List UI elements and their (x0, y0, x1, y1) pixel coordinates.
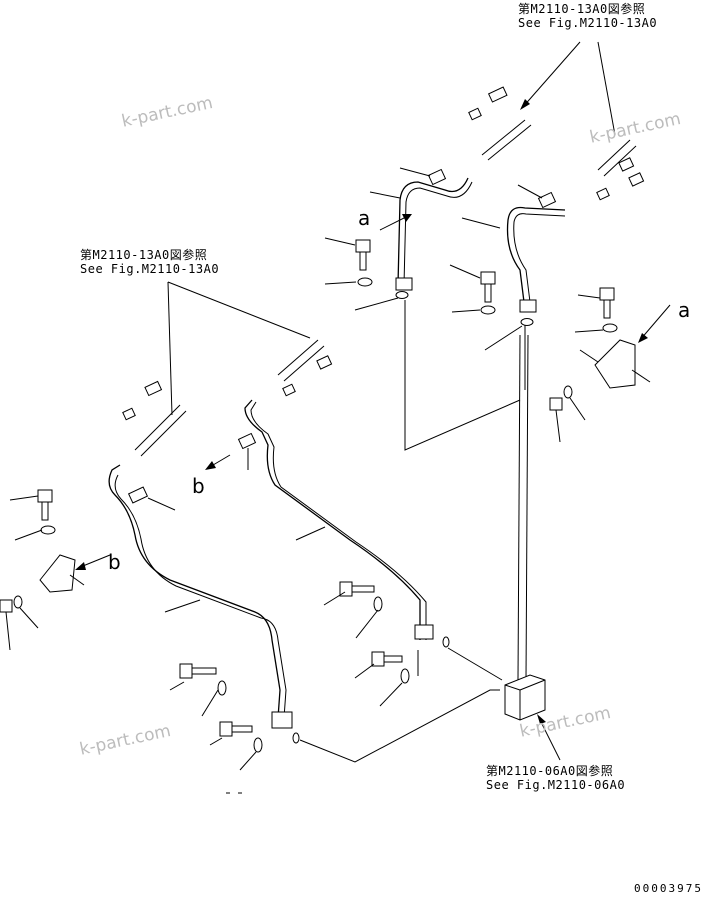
reference-jp-text: 第M2110-06A0図参照 (486, 764, 614, 778)
reference-en-text: See Fig.M2110-13A0 (80, 262, 220, 276)
reference-top-right: 第M2110-13A0図参照 See Fig.M2110-13A0 (518, 2, 657, 30)
lower-pipe-assembly (0, 339, 450, 753)
routing-lines (299, 300, 526, 763)
callout-a-left: a (358, 206, 371, 230)
part-leaders (5, 167, 651, 794)
reference-bottom: 第M2110-06A0図参照 See Fig.M2110-06A0 (486, 764, 625, 792)
reference-en-text: See Fig.M2110-13A0 (518, 16, 658, 30)
reference-left: 第M2110-13A0図参照 See Fig.M2110-13A0 (80, 248, 219, 276)
upper-pipe-assembly (355, 86, 645, 721)
callout-b-lower: b (108, 550, 121, 574)
document-number: 00003975 (634, 882, 703, 895)
reference-jp-text: 第M2110-13A0図参照 (518, 2, 646, 16)
reference-leaders (167, 41, 616, 761)
callout-b-upper: b (192, 474, 205, 498)
callout-a-right: a (678, 298, 691, 322)
callout-arrows (75, 214, 671, 570)
reference-jp-text: 第M2110-13A0図参照 (80, 248, 208, 262)
reference-en-text: See Fig.M2110-06A0 (486, 778, 626, 792)
